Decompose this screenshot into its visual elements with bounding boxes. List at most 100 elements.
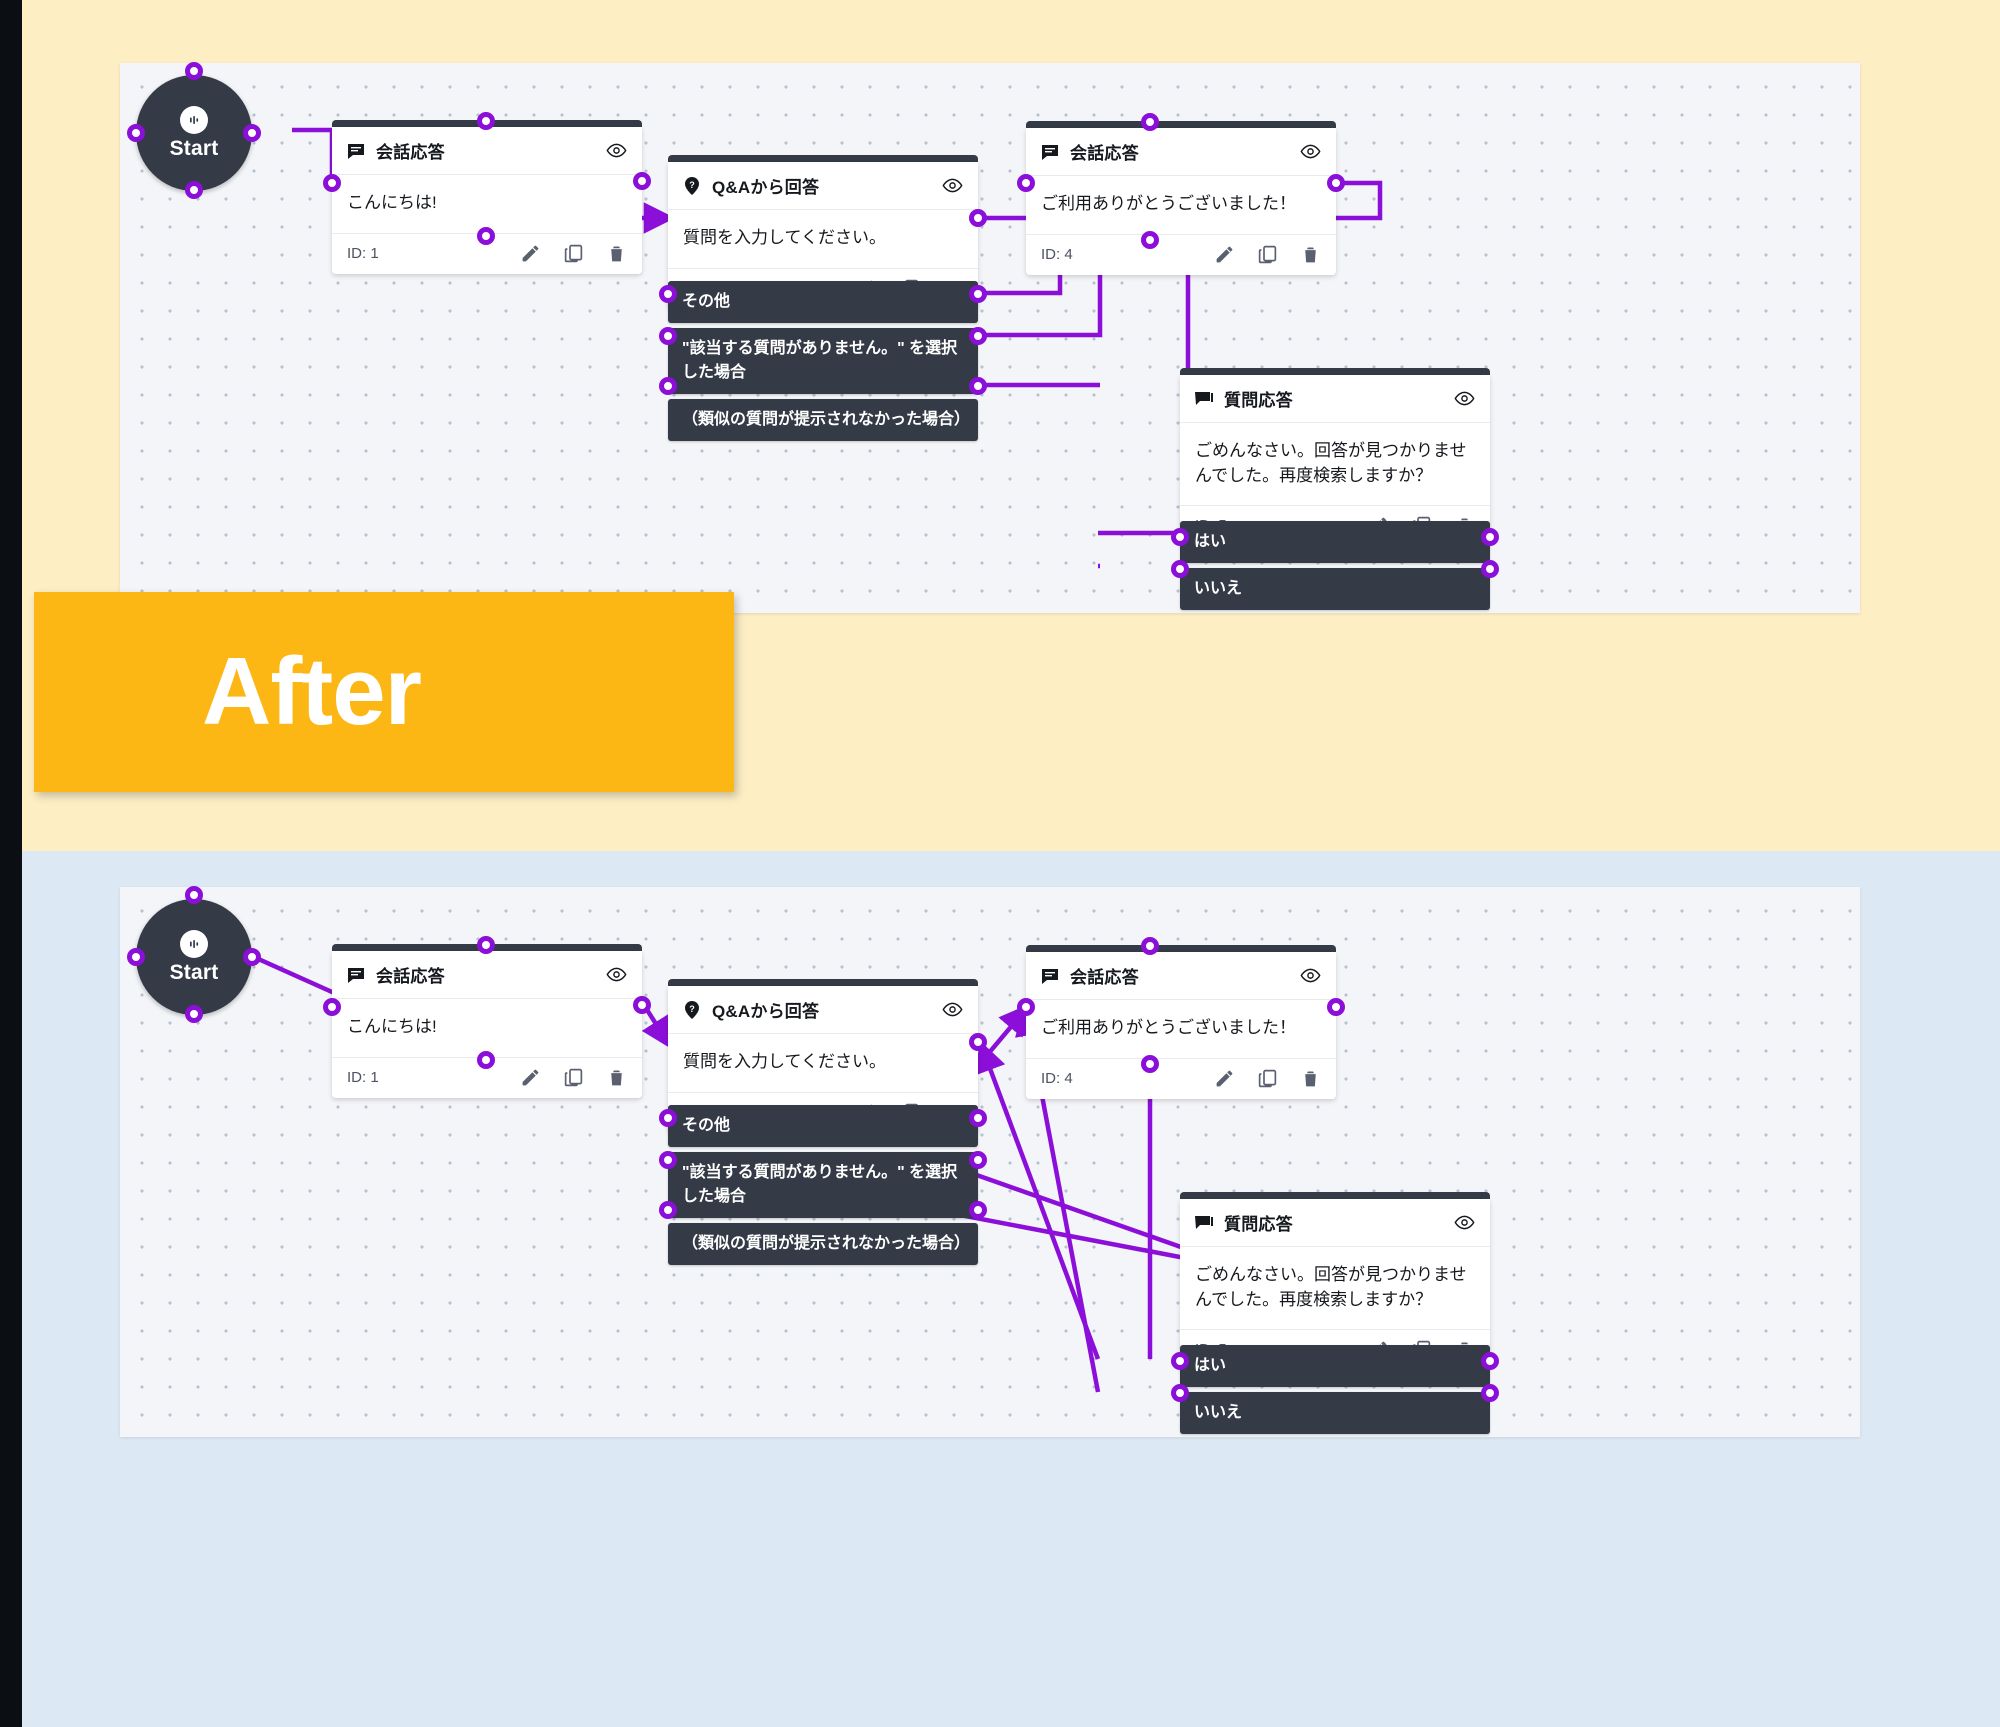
qa-option-port-left-1[interactable] (659, 1109, 677, 1127)
node-retry[interactable]: 質問応答 ごめんなさい。回答が見つかりませんでした。再度検索しますか？ ID: … (1180, 1192, 1490, 1371)
retry-option-port-right-2[interactable] (1481, 560, 1499, 578)
qa-option-port-right-2[interactable] (969, 1151, 987, 1169)
qa-port-right[interactable] (969, 1033, 987, 1051)
thanks-port-bottom[interactable] (1141, 1055, 1159, 1073)
option-chip[interactable]: "該当する質問がありません。" を選択した場合 (668, 328, 978, 394)
node-greeting[interactable]: 会話応答 こんにちは! ID: 1 (332, 944, 642, 1098)
node-title: 質問応答 (1224, 1215, 1293, 1234)
duplicate-icon[interactable] (563, 1067, 584, 1088)
start-port-right[interactable] (243, 948, 261, 966)
eye-icon[interactable] (1454, 1212, 1475, 1233)
after-panel: Start 会話応答 (22, 0, 2000, 851)
start-port-right[interactable] (243, 124, 261, 142)
eye-icon[interactable] (1454, 388, 1475, 409)
option-chip[interactable]: はい (1180, 521, 1490, 563)
delete-icon[interactable] (1300, 1068, 1321, 1089)
flow-canvas-after[interactable]: Start 会話応答 (120, 62, 1860, 613)
thanks-port-bottom[interactable] (1141, 231, 1159, 249)
retry-option-port-right-1[interactable] (1481, 1352, 1499, 1370)
greeting-port-right[interactable] (633, 996, 651, 1014)
qa-option-port-left-2[interactable] (659, 1151, 677, 1169)
qa-option-port-right-2[interactable] (969, 327, 987, 345)
retry-option-port-right-1[interactable] (1481, 528, 1499, 546)
node-title: 会話応答 (1070, 144, 1139, 163)
thanks-port-left[interactable] (1017, 998, 1035, 1016)
node-greeting[interactable]: 会話応答 こんにちは! ID: 1 (332, 120, 642, 274)
edit-icon[interactable] (1214, 1068, 1235, 1089)
start-port-left[interactable] (127, 948, 145, 966)
option-chip[interactable]: （類似の質問が提示されなかった場合） (668, 1223, 978, 1265)
node-accent-bar (668, 155, 978, 162)
greeting-port-top[interactable] (477, 112, 495, 130)
eye-icon[interactable] (606, 964, 627, 985)
duplicate-icon[interactable] (1257, 1068, 1278, 1089)
duplicate-icon[interactable] (563, 243, 584, 264)
option-chip[interactable]: いいえ (1180, 1392, 1490, 1434)
qa-option-port-left-3[interactable] (659, 1201, 677, 1219)
start-node[interactable]: Start (136, 75, 252, 191)
option-chip[interactable]: はい (1180, 1345, 1490, 1387)
thanks-port-top[interactable] (1141, 937, 1159, 955)
retry-option-port-left-1[interactable] (1171, 1352, 1189, 1370)
node-body: ごめんなさい。回答が見つかりませんでした。再度検索しますか？ (1195, 441, 1467, 485)
option-chip[interactable]: いいえ (1180, 568, 1490, 610)
delete-icon[interactable] (606, 243, 627, 264)
node-accent-bar (1180, 368, 1490, 375)
node-body: ご利用ありがとうございました！ (1041, 1018, 1296, 1037)
greeting-port-left[interactable] (323, 174, 341, 192)
qa-option-port-left-2[interactable] (659, 327, 677, 345)
node-id-label: ID: 1 (347, 1068, 379, 1086)
option-chip[interactable]: その他 (668, 1105, 978, 1147)
thanks-port-right[interactable] (1327, 998, 1345, 1016)
greeting-port-bottom[interactable] (477, 1051, 495, 1069)
before-panel: Start 会話応答 こん (22, 851, 2000, 1727)
eye-icon[interactable] (606, 140, 627, 161)
thanks-port-left[interactable] (1017, 174, 1035, 192)
qa-option-port-left-3[interactable] (659, 377, 677, 395)
option-chip[interactable]: その他 (668, 281, 978, 323)
qa-option-port-right-3[interactable] (969, 377, 987, 395)
greeting-port-bottom[interactable] (477, 227, 495, 245)
eye-icon[interactable] (1300, 965, 1321, 986)
start-port-top[interactable] (185, 886, 203, 904)
eye-icon[interactable] (942, 175, 963, 196)
node-retry[interactable]: 質問応答 ごめんなさい。回答が見つかりませんでした。再度検索しますか？ ID: … (1180, 368, 1490, 547)
node-body: 質問を入力してください。 (683, 228, 886, 247)
edit-icon[interactable] (1214, 244, 1235, 265)
start-node[interactable]: Start (136, 899, 252, 1015)
retry-option-port-left-2[interactable] (1171, 560, 1189, 578)
greeting-port-top[interactable] (477, 936, 495, 954)
qa-option-port-right-1[interactable] (969, 1109, 987, 1127)
audio-wave-icon (180, 929, 208, 958)
node-thanks[interactable]: 会話応答 ご利用ありがとうございました！ ID: 4 (1026, 945, 1336, 1099)
qa-option-port-right-3[interactable] (969, 1201, 987, 1219)
qa-port-right[interactable] (969, 209, 987, 227)
retry-option-port-left-2[interactable] (1171, 1384, 1189, 1402)
after-label: After (202, 638, 422, 745)
delete-icon[interactable] (1300, 244, 1321, 265)
delete-icon[interactable] (606, 1067, 627, 1088)
start-port-left[interactable] (127, 124, 145, 142)
flow-canvas-before[interactable]: Start 会話応答 こん (120, 886, 1860, 1437)
start-port-bottom[interactable] (185, 181, 203, 199)
duplicate-icon[interactable] (1257, 244, 1278, 265)
eye-icon[interactable] (1300, 141, 1321, 162)
svg-text:?: ? (689, 180, 695, 190)
thanks-port-right[interactable] (1327, 174, 1345, 192)
retry-option-port-right-2[interactable] (1481, 1384, 1499, 1402)
greeting-port-right[interactable] (633, 172, 651, 190)
thanks-port-top[interactable] (1141, 113, 1159, 131)
eye-icon[interactable] (942, 999, 963, 1020)
edit-icon[interactable] (520, 243, 541, 264)
edit-icon[interactable] (520, 1067, 541, 1088)
greeting-port-left[interactable] (323, 998, 341, 1016)
start-port-bottom[interactable] (185, 1005, 203, 1023)
qa-option-port-right-1[interactable] (969, 285, 987, 303)
qa-option-port-left-1[interactable] (659, 285, 677, 303)
node-thanks[interactable]: 会話応答 ご利用ありがとうございました！ ID: 4 (1026, 121, 1336, 275)
start-port-top[interactable] (185, 62, 203, 80)
chat-message-icon (346, 965, 366, 985)
option-chip[interactable]: （類似の質問が提示されなかった場合） (668, 399, 978, 441)
option-chip[interactable]: "該当する質問がありません。" を選択した場合 (668, 1152, 978, 1218)
retry-option-port-left-1[interactable] (1171, 528, 1189, 546)
